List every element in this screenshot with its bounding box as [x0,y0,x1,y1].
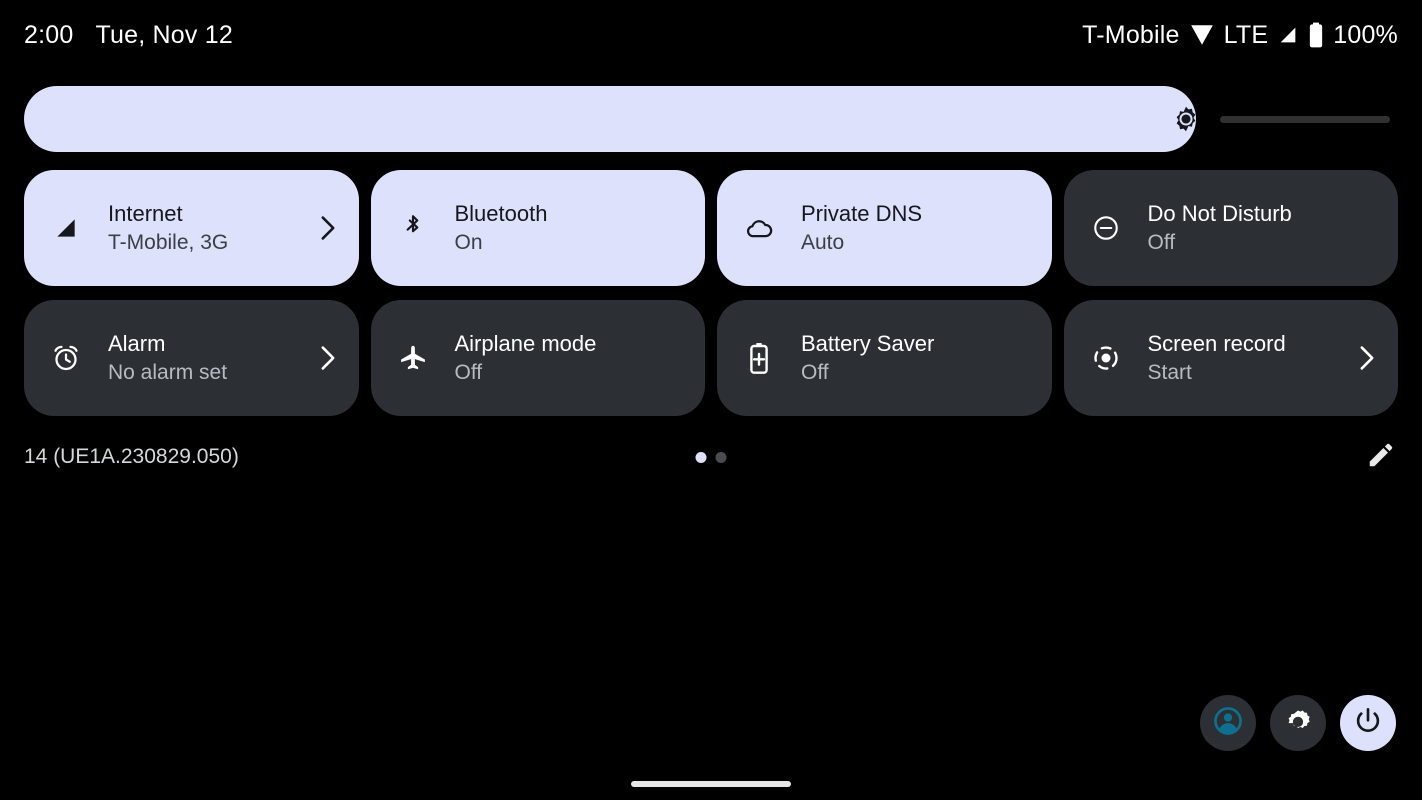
tile-title: Airplane mode [454,331,597,356]
tile-title: Screen record [1147,331,1286,356]
gear-icon [1283,706,1313,741]
tile-subtitle: Off [801,361,829,384]
wifi-icon [1189,22,1215,48]
tile-subtitle: Off [1147,231,1176,254]
status-time: 2:00 [24,20,74,49]
signal-icon [50,212,82,244]
status-bar-right: T-Mobile LTE 100% [1082,21,1398,50]
tile-bluetooth[interactable]: Bluetooth On [370,170,705,286]
tile-subtitle: T-Mobile, 3G [108,231,229,254]
status-date: Tue, Nov 12 [95,20,233,49]
page-indicator[interactable] [695,451,727,463]
home-indicator[interactable] [631,781,791,787]
page-dot-2[interactable] [715,451,727,463]
status-bar: 2:00 Tue, Nov 12 T-Mobile LTE 100% [0,0,1422,70]
tile-do-not-disturb[interactable]: Do Not Disturb Off [1063,170,1398,286]
chevron-right-icon[interactable] [319,343,337,373]
power-button[interactable] [1340,695,1396,751]
brightness-slider-fill[interactable] [24,86,1196,152]
minus-circle-icon [1090,212,1122,244]
tile-private-dns[interactable]: Private DNS Auto [717,170,1052,286]
brightness-icon [1172,105,1200,133]
bluetooth-icon [397,212,429,244]
page-dot-1[interactable] [695,451,707,463]
status-carrier: T-Mobile [1082,20,1180,49]
airplane-icon [397,342,429,374]
brightness-slider-track[interactable] [1220,116,1390,123]
cloud-icon [743,212,775,244]
status-network-type: LTE [1223,20,1269,49]
tile-subtitle: On [454,231,483,254]
tile-internet[interactable]: Internet T-Mobile, 3G [24,170,359,286]
footer-action-buttons [1200,695,1396,751]
tile-subtitle: Auto [801,231,845,254]
tile-subtitle: Off [454,361,483,384]
edit-tiles-button[interactable] [1364,440,1398,474]
settings-button[interactable] [1270,695,1326,751]
user-avatar-icon [1212,705,1244,742]
tile-title: Internet [108,201,183,226]
user-switcher-button[interactable] [1200,695,1256,751]
quick-settings-tile-grid: Internet T-Mobile, 3G Bluetooth On [24,170,1398,416]
tile-title: Do Not Disturb [1147,201,1292,226]
chevron-right-icon[interactable] [319,213,337,243]
pencil-icon [1366,440,1396,475]
power-icon [1353,706,1383,741]
brightness-slider[interactable] [24,86,1398,152]
tile-screen-record[interactable]: Screen record Start [1063,300,1398,416]
tile-title: Private DNS [801,201,923,226]
tile-battery-saver[interactable]: Battery Saver Off [717,300,1052,416]
tile-title: Alarm [108,331,166,356]
tile-subtitle: Start [1147,361,1192,384]
alarm-clock-icon [50,342,82,374]
tile-title: Battery Saver [801,331,935,356]
record-icon [1090,342,1122,374]
quick-settings-footer: 14 (UE1A.230829.050) [24,437,1398,477]
chevron-right-icon[interactable] [1358,343,1376,373]
tile-airplane-mode[interactable]: Airplane mode Off [370,300,705,416]
build-number: 14 (UE1A.230829.050) [24,445,239,468]
status-bar-left: 2:00 Tue, Nov 12 [24,21,233,50]
tile-alarm[interactable]: Alarm No alarm set [24,300,359,416]
tile-title: Bluetooth [454,201,548,226]
signal-icon [1277,24,1299,46]
battery-icon [1308,22,1324,48]
status-battery-percent: 100% [1333,20,1398,49]
battery-plus-icon [743,342,775,374]
tile-subtitle: No alarm set [108,361,228,384]
